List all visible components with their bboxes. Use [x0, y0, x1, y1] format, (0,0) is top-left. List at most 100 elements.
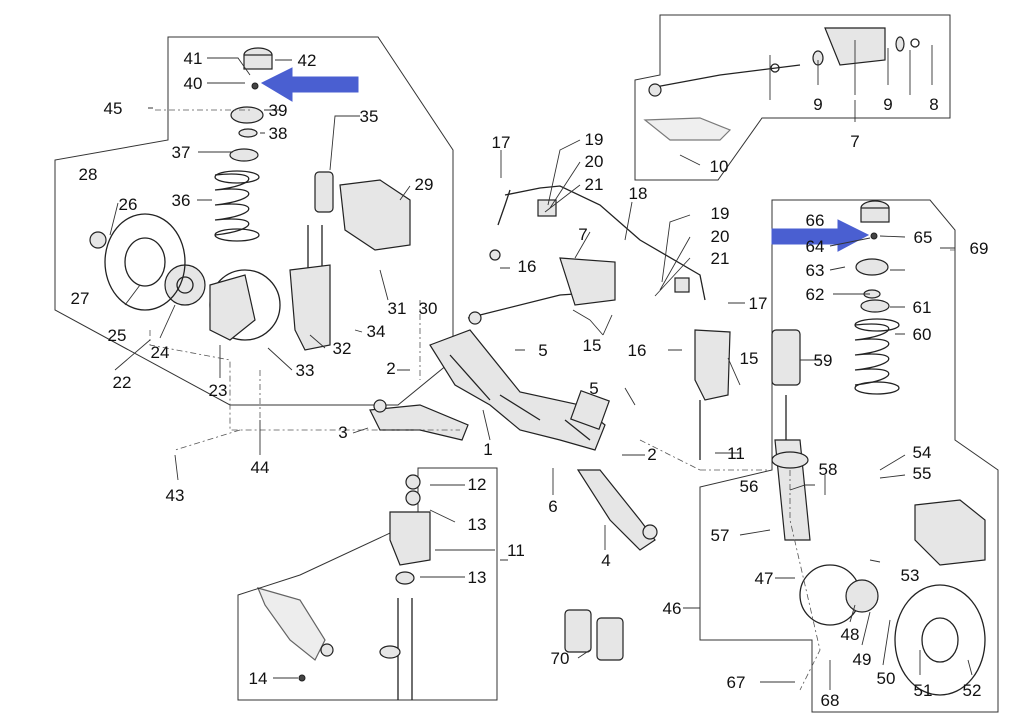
part-label-16: 16	[518, 257, 537, 276]
part-label-19: 19	[585, 130, 604, 149]
top-right-arm-group-frame	[634, 14, 951, 181]
part-label-37: 37	[172, 143, 191, 162]
part-label-21: 21	[585, 175, 604, 194]
part-label-62: 62	[806, 285, 825, 304]
part-label-53: 53	[901, 566, 920, 585]
part-label-3: 3	[338, 423, 347, 442]
part-label-48: 48	[841, 625, 860, 644]
part-label-22: 22	[113, 373, 132, 392]
part-label-16b: 16	[628, 341, 647, 360]
part-label-21b: 21	[711, 249, 730, 268]
anti-roll-bar-part	[489, 185, 706, 301]
lower-center-parts	[256, 474, 431, 700]
part-label-59: 59	[814, 351, 833, 370]
part-label-23: 23	[209, 381, 228, 400]
part-label-6: 6	[548, 497, 557, 516]
part-label-14: 14	[249, 669, 268, 688]
right-strut-assembly	[771, 200, 986, 696]
part-label-51: 51	[914, 681, 933, 700]
part-label-35: 35	[360, 107, 379, 126]
part-label-25: 25	[108, 326, 127, 345]
part-label-30: 30	[419, 299, 438, 318]
part-label-29: 29	[415, 175, 434, 194]
part-label-56: 56	[740, 477, 759, 496]
lower-center-group-frame	[237, 467, 498, 701]
part-label-38: 38	[269, 124, 288, 143]
part-label-20: 20	[585, 152, 604, 171]
leader-lines	[109, 40, 973, 690]
part-label-11b: 11	[507, 541, 525, 560]
part-label-57: 57	[711, 526, 730, 545]
part-label-1: 1	[483, 440, 492, 459]
part-label-45: 45	[104, 99, 123, 118]
part-label-64: 64	[806, 237, 825, 256]
part-label-32: 32	[333, 339, 352, 358]
part-number-labels: 1 2 2 3 4 5 5 6 7 7 8 9 9 10 11 11 12 13…	[71, 49, 989, 710]
part-label-33: 33	[296, 361, 315, 380]
part-label-19b: 19	[711, 204, 730, 223]
part-label-61: 61	[913, 298, 932, 317]
left-strut-group-frame	[54, 36, 454, 406]
part-label-46: 46	[663, 599, 682, 618]
part-label-2b: 2	[647, 445, 656, 464]
part-label-68: 68	[821, 691, 840, 710]
part-label-55: 55	[913, 464, 932, 483]
part-label-50: 50	[877, 669, 896, 688]
part-label-5: 5	[538, 341, 547, 360]
highlight-arrow-part-40	[260, 67, 359, 102]
upper-arm-center-part	[467, 257, 616, 325]
part-label-5b: 5	[589, 379, 598, 398]
part-label-70: 70	[551, 649, 570, 668]
part-label-41: 41	[184, 49, 203, 68]
part-label-60: 60	[913, 325, 932, 344]
part-label-43: 43	[166, 486, 185, 505]
part-label-13b: 13	[468, 568, 487, 587]
subframe-part	[429, 329, 610, 451]
part-label-36: 36	[172, 191, 191, 210]
part-label-47: 47	[755, 569, 774, 588]
part-label-18: 18	[629, 184, 648, 203]
part-label-69: 69	[970, 239, 989, 258]
brake-pads-part	[564, 609, 624, 661]
part-label-12: 12	[468, 475, 487, 494]
part-label-9b: 9	[883, 95, 892, 114]
lower-arm-left-part	[369, 399, 469, 441]
part-label-58: 58	[819, 460, 838, 479]
part-label-63: 63	[806, 261, 825, 280]
part-label-67: 67	[727, 673, 746, 692]
right-strut-group-frame	[699, 199, 999, 713]
part-label-20b: 20	[711, 227, 730, 246]
part-label-9: 9	[813, 95, 822, 114]
part-label-4: 4	[601, 551, 610, 570]
part-label-52: 52	[963, 681, 982, 700]
part-label-28: 28	[79, 165, 98, 184]
part-label-24: 24	[151, 343, 170, 362]
part-label-66: 66	[806, 211, 825, 230]
part-label-11: 11	[727, 444, 745, 463]
part-label-10: 10	[710, 157, 729, 176]
stabilizer-link-right	[694, 329, 731, 460]
part-label-7b: 7	[850, 132, 859, 151]
top-right-arm-part	[643, 27, 920, 141]
part-label-49: 49	[853, 650, 872, 669]
part-label-39: 39	[269, 101, 288, 120]
part-label-15: 15	[583, 336, 602, 355]
part-label-65: 65	[914, 228, 933, 247]
part-label-40: 40	[184, 74, 203, 93]
part-label-15b: 15	[740, 349, 759, 368]
part-label-7: 7	[578, 225, 587, 244]
part-label-13: 13	[468, 515, 487, 534]
part-label-2: 2	[386, 359, 395, 378]
lower-arm-right-part	[576, 469, 658, 551]
part-label-42: 42	[298, 51, 317, 70]
left-strut-assembly	[89, 47, 411, 351]
part-label-17: 17	[492, 133, 511, 152]
part-label-27: 27	[71, 289, 90, 308]
part-label-31: 31	[388, 299, 407, 318]
part-label-17b: 17	[749, 294, 768, 313]
part-label-8: 8	[929, 95, 938, 114]
part-label-34: 34	[367, 322, 386, 341]
part-label-44: 44	[251, 458, 270, 477]
part-label-26: 26	[119, 195, 138, 214]
